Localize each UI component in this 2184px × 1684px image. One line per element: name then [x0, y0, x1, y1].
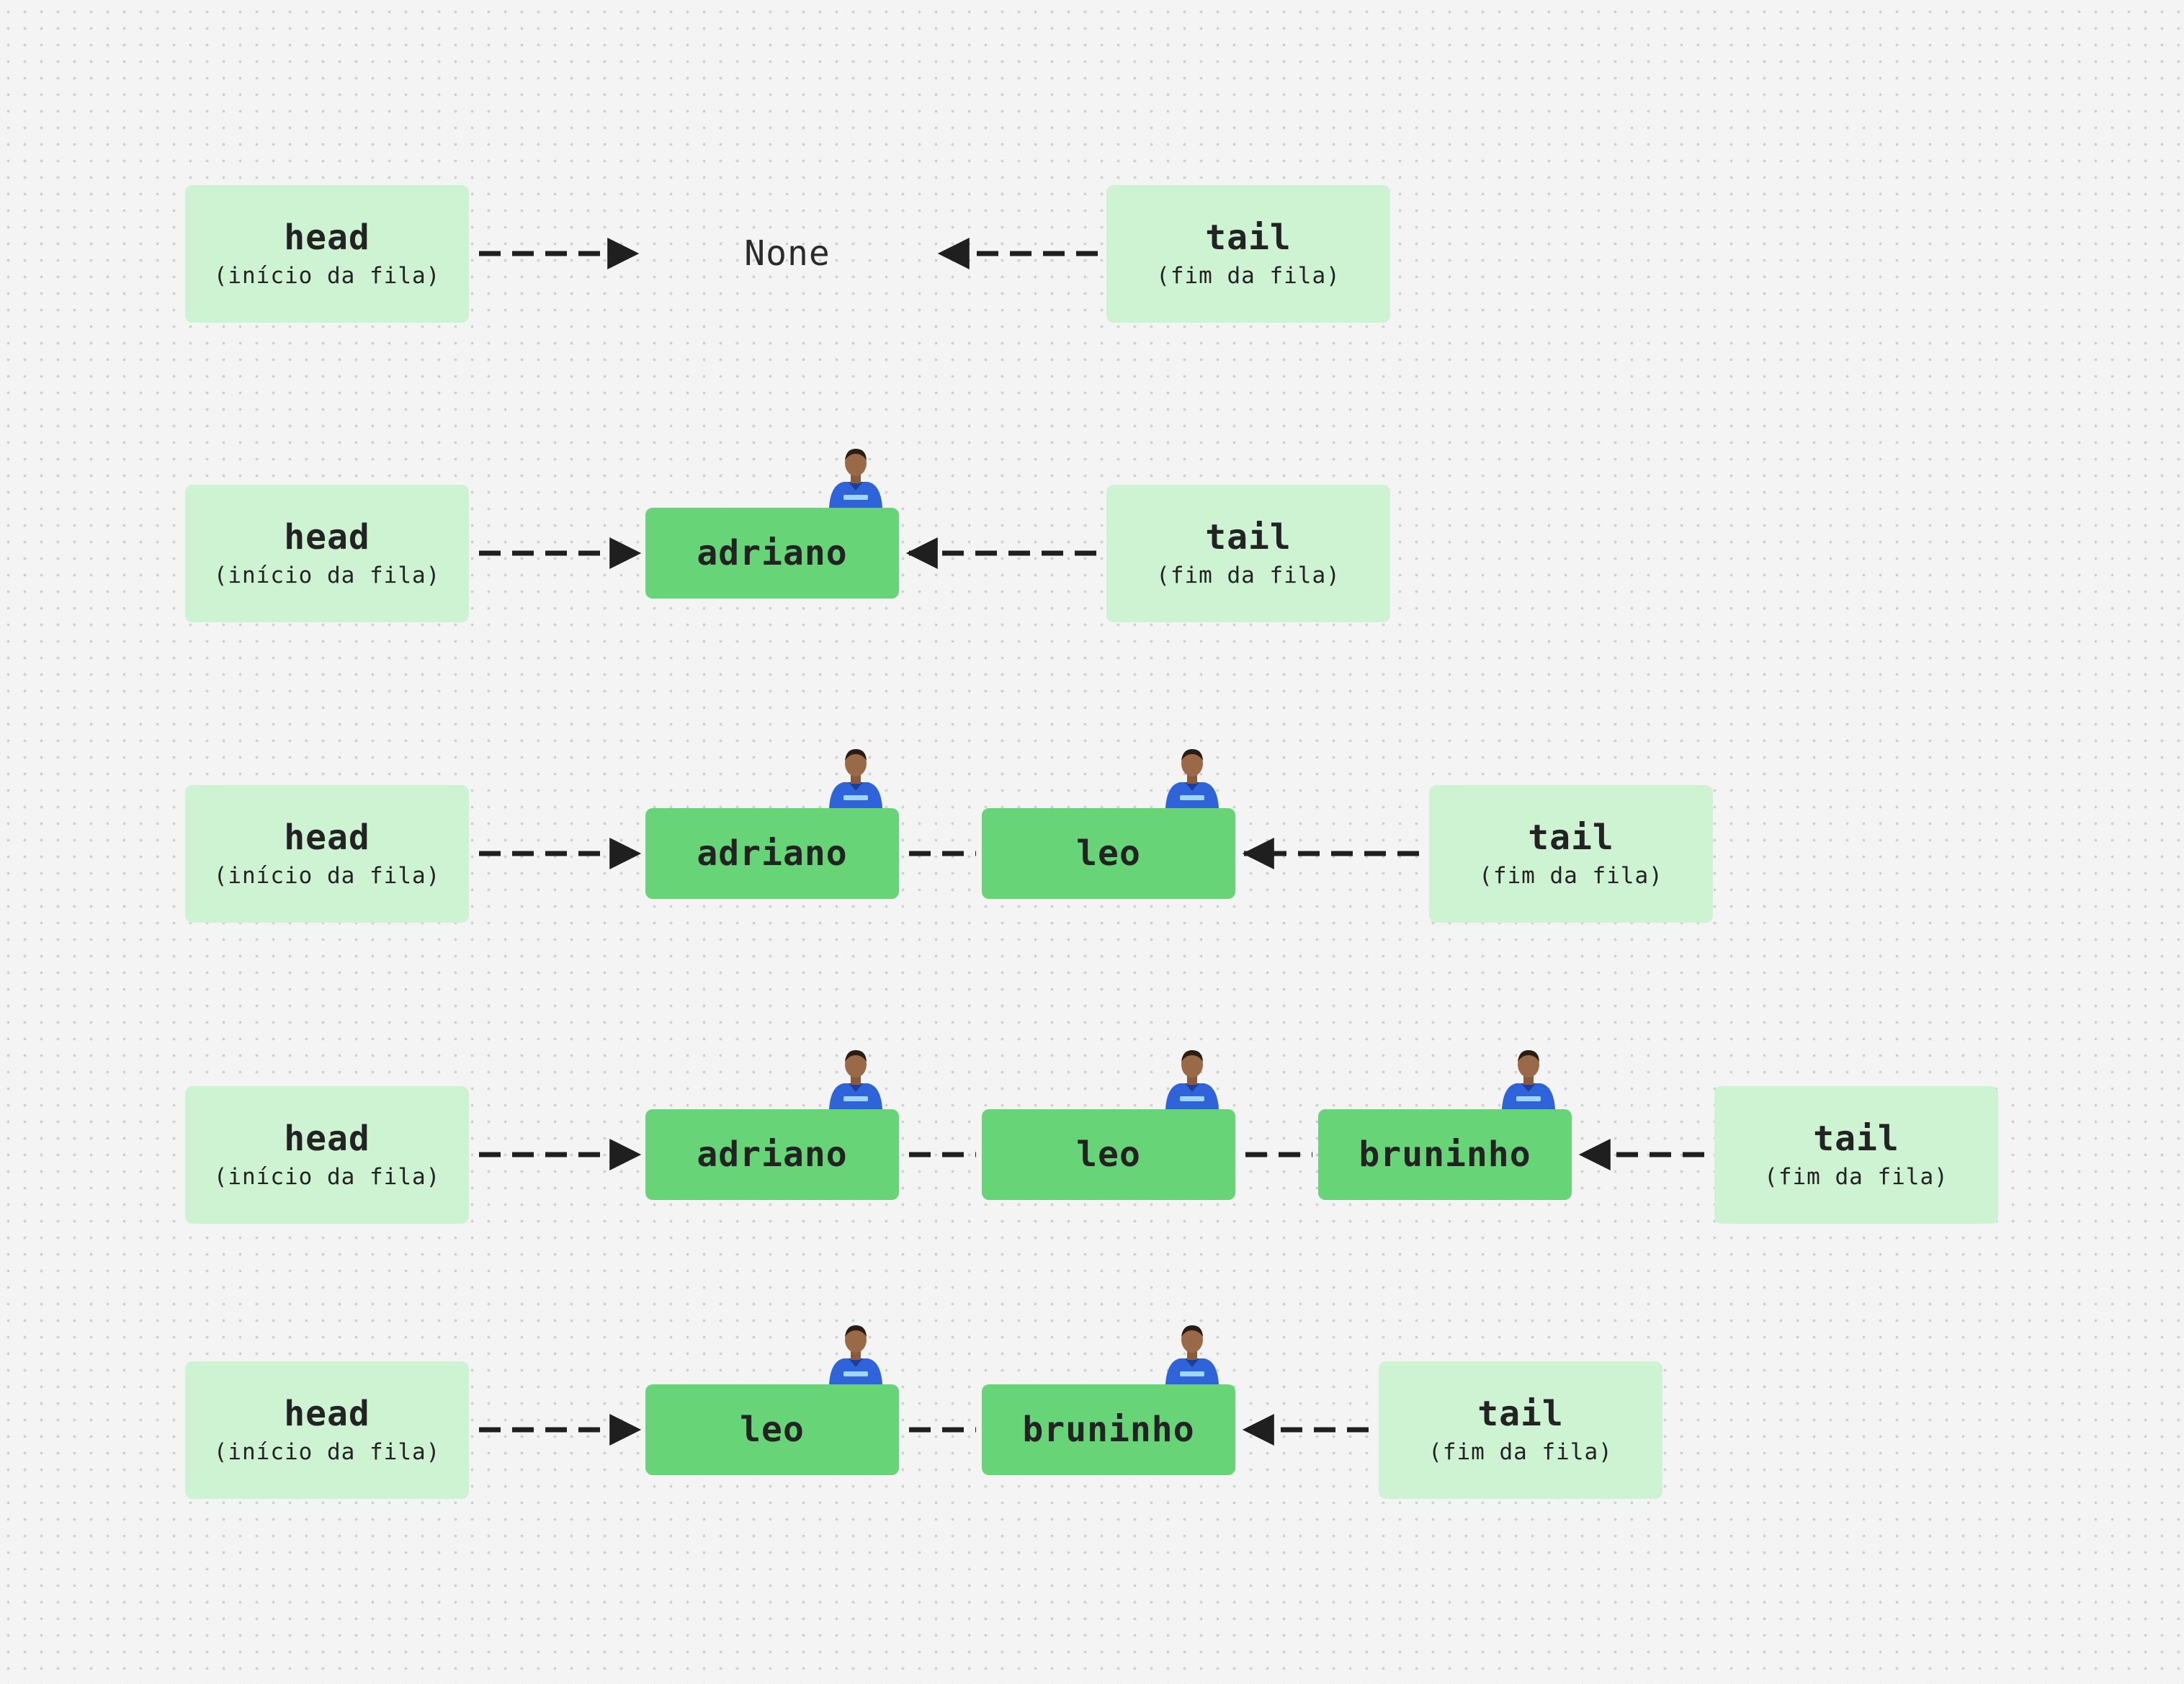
player-avatar-icon [829, 749, 882, 808]
player-avatar-icon [829, 1050, 882, 1109]
player-avatar-icon [1165, 749, 1219, 808]
player-avatar-icon [1165, 1050, 1219, 1109]
queue-node: leo [982, 1109, 1235, 1200]
head-sublabel: (início da fila) [213, 262, 441, 289]
queue-node: adriano [645, 508, 899, 599]
tail-pointer-box: tail (fim da fila) [1379, 1361, 1662, 1499]
head-label: head [284, 818, 370, 859]
tail-sublabel: (fim da fila) [1156, 562, 1341, 588]
queue-node: adriano [645, 808, 899, 899]
tail-pointer-box: tail (fim da fila) [1106, 484, 1390, 622]
head-label: head [284, 517, 370, 558]
tail-sublabel: (fim da fila) [1156, 262, 1341, 289]
head-sublabel: (início da fila) [213, 862, 441, 889]
player-avatar-icon [1165, 1325, 1219, 1384]
tail-pointer-box: tail (fim da fila) [1429, 784, 1713, 923]
head-pointer-box: head (início da fila) [185, 1361, 469, 1499]
queue-node: leo [645, 1384, 899, 1475]
head-sublabel: (início da fila) [213, 562, 441, 588]
head-sublabel: (início da fila) [213, 1163, 441, 1190]
tail-label: tail [1813, 1119, 1899, 1160]
tail-label: tail [1205, 517, 1292, 558]
player-avatar-icon [829, 449, 882, 508]
tail-label: tail [1205, 218, 1292, 259]
head-label: head [284, 1119, 370, 1160]
head-pointer-box: head (início da fila) [185, 184, 469, 323]
tail-sublabel: (fim da fila) [1479, 862, 1663, 889]
tail-sublabel: (fim da fila) [1428, 1438, 1613, 1465]
player-avatar-icon [1502, 1050, 1555, 1109]
player-avatar-icon [829, 1325, 882, 1384]
head-pointer-box: head (início da fila) [185, 1085, 469, 1224]
tail-label: tail [1528, 818, 1614, 859]
head-sublabel: (início da fila) [213, 1438, 441, 1465]
empty-queue-label: None [744, 233, 831, 274]
queue-node: adriano [645, 1109, 899, 1200]
head-label: head [284, 218, 370, 259]
tail-label: tail [1477, 1394, 1564, 1435]
head-pointer-box: head (início da fila) [185, 784, 469, 923]
head-pointer-box: head (início da fila) [185, 484, 469, 622]
queue-node: bruninho [982, 1384, 1235, 1475]
tail-pointer-box: tail (fim da fila) [1714, 1085, 1998, 1224]
head-label: head [284, 1394, 370, 1435]
tail-sublabel: (fim da fila) [1764, 1163, 1948, 1190]
queue-node: leo [982, 808, 1235, 899]
tail-pointer-box: tail (fim da fila) [1106, 184, 1390, 323]
queue-node: bruninho [1318, 1109, 1572, 1200]
